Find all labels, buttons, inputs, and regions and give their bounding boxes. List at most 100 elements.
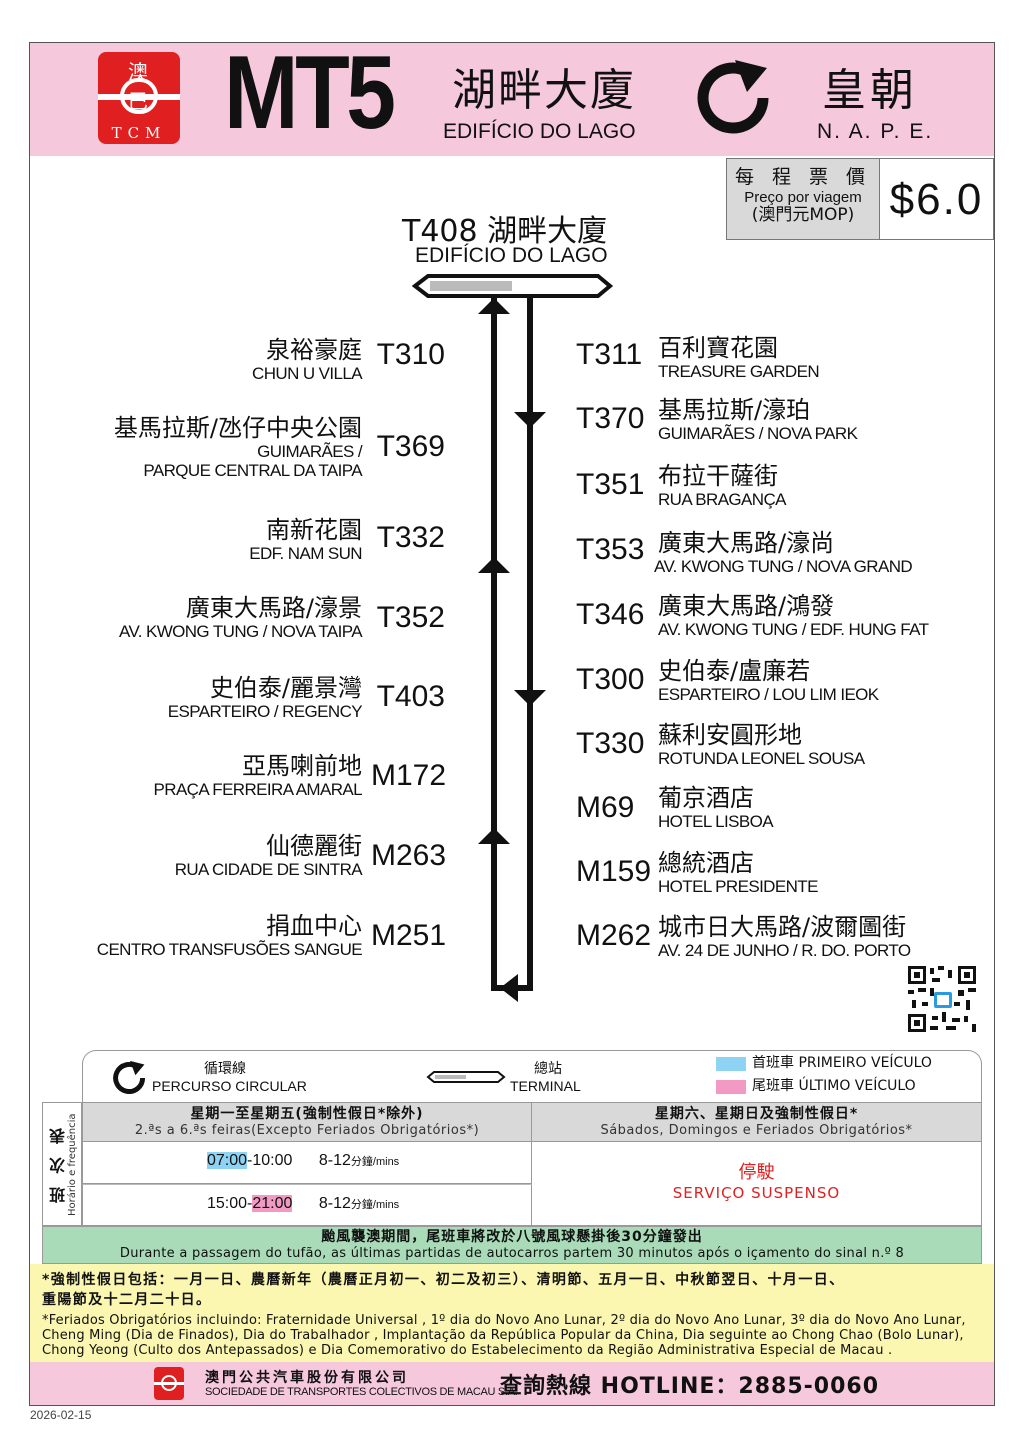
suspended-zh: 停駛: [738, 1162, 775, 1183]
stop-right-5: 廣東大馬路/鴻發 AV. KWONG TUNG / EDF. HUNG FAT: [658, 592, 929, 639]
timetable-row: 15:00-21:00 8-12分鐘/mins: [82, 1184, 532, 1226]
typhoon-notice-zh: 颱風襲澳期間，尾班車將改於八號風球懸掛後30分鐘發出: [321, 1229, 703, 1245]
weekday-header-pt: 2.ªs a 6.ªs feiras(Excepto Feriados Obri…: [134, 1123, 480, 1138]
legend-circular-zh: 循環線: [204, 1061, 246, 1077]
first-bus-time: 07:00: [207, 1152, 248, 1169]
stop-right-6: 史伯泰/盧廉若 ESPARTEIRO / LOU LIM IEOK: [658, 657, 879, 704]
stop-name-zh: 基馬拉斯/氹仔中央公園: [113, 414, 362, 442]
stop-name-pt: AV. KWONG TUNG / NOVA TAIPA: [119, 622, 363, 641]
stop-code: T332: [376, 521, 445, 554]
frequency-value: 8-12: [318, 1195, 351, 1212]
stop-left-1: 泉裕豪庭 CHUN U VILLA: [252, 336, 363, 383]
fare-label-zh: 每 程 票 價: [734, 166, 872, 188]
up-arrow-icon: [478, 557, 510, 573]
legend: [82, 1050, 982, 1102]
stop-name-zh: 總統酒店: [658, 849, 754, 877]
stop-code: M172: [371, 759, 447, 792]
weekend-header-pt: Sábados, Domingos e Feriados Obrigatório…: [600, 1123, 913, 1138]
stop-name-zh: 史伯泰/麗景灣: [209, 674, 362, 702]
stop-right-2: 基馬拉斯/濠珀 GUIMARÃES / NOVA PARK: [658, 396, 858, 443]
stop-name-pt: AV. 24 DE JUNHO / R. DO. PORTO: [658, 941, 911, 960]
stop-name-zh: 南新花園: [266, 516, 362, 544]
stop-right-1: 百利寶花園 TREASURE GARDEN: [658, 334, 820, 381]
period-start-time: 15:00-: [207, 1195, 253, 1212]
typhoon-notice: 颱風襲澳期間，尾班車將改於八號風球懸掛後30分鐘發出 Durante a pas…: [42, 1226, 982, 1264]
holiday-notes-zh-line1: *強制性假日包括：一月一日、農曆新年（農曆正月初一、初二及初三）、清明節、五月一…: [42, 1272, 845, 1288]
company-name-pt: SOCIEDADE DE TRANSPORTES COLECTIVOS DE M…: [205, 1386, 518, 1398]
down-arrow-icon: [514, 690, 546, 706]
stop-code: T351: [576, 468, 645, 501]
up-arrow-icon: [478, 298, 510, 314]
suspended-pt: SERVIÇO SUSPENSO: [672, 1184, 841, 1202]
stop-name-zh: 廣東大馬路/濠尚: [658, 529, 835, 557]
typhoon-notice-pt: Durante a passagem do tufão, as últimas …: [119, 1246, 905, 1261]
stop-left-4: 廣東大馬路/濠景 AV. KWONG TUNG / NOVA TAIPA: [119, 594, 363, 641]
stop-right-9: 總統酒店 HOTEL PRESIDENTE: [658, 849, 818, 896]
circular-arrow-icon: [697, 60, 769, 134]
frequency-unit: 分鐘/mins: [350, 1156, 400, 1168]
timetable-side-pt: Horário e frequência: [67, 1113, 78, 1217]
last-bus-swatch: [716, 1080, 746, 1094]
fare-value: $6.0: [880, 158, 994, 240]
frequency-value: 8-12: [318, 1152, 351, 1169]
stop-right-3: 布拉干薩街 RUA BRAGANÇA: [658, 462, 786, 509]
stop-right-10: 城市日大馬路/波爾圖街 AV. 24 DE JUNHO / R. DO. POR…: [658, 913, 911, 960]
stop-code: T369: [376, 430, 445, 463]
stop-right-7: 蘇利安圓形地 ROTUNDA LEONEL SOUSA: [658, 721, 865, 768]
route-number: MT5: [224, 35, 396, 151]
stop-name-pt: EDF. NAM SUN: [249, 544, 362, 563]
stop-code: T370: [576, 402, 645, 435]
stop-code: T311: [576, 338, 643, 371]
stop-left-5: 史伯泰/麗景灣 ESPARTEIRO / REGENCY: [168, 674, 363, 721]
first-bus-swatch: [716, 1057, 746, 1071]
destination-zh: 皇朝: [822, 65, 918, 116]
stop-left-2: 基馬拉斯/氹仔中央公園 GUIMARÃES / PARQUE CENTRAL D…: [113, 414, 363, 480]
stop-name-zh: 葡京酒店: [658, 784, 754, 812]
frequency-unit: 分鐘/mins: [350, 1199, 400, 1211]
weekend-header: 星期六、星期日及強制性假日* Sábados, Domingos e Feria…: [532, 1102, 982, 1142]
stop-left-3: 南新花園 EDF. NAM SUN: [249, 516, 362, 563]
stop-name-pt: RUA BRAGANÇA: [658, 490, 786, 509]
legend-terminal-zh: 總站: [534, 1061, 562, 1077]
stop-right-4: 廣東大馬路/濠尚 AV. KWONG TUNG / NOVA GRAND: [654, 529, 913, 576]
stop-name-pt: ROTUNDA LEONEL SOUSA: [658, 749, 865, 768]
stop-name-zh: 廣東大馬路/濠景: [185, 594, 362, 622]
stop-code: M262: [576, 919, 652, 952]
company-name-zh: 澳門公共汽車股份有限公司: [205, 1370, 409, 1386]
holiday-notes-pt: *Feriados Obrigatórios incluindo: Frater…: [42, 1313, 966, 1358]
stop-name-zh: 仙德麗街: [266, 832, 362, 860]
logo-bottom-text: TCM: [111, 124, 167, 142]
stop-name-pt: GUIMARÃES /: [257, 442, 362, 461]
period-end-time: -10:00: [247, 1152, 293, 1169]
fare-label: 每 程 票 價 Preço por viagem (澳門元MOP): [726, 158, 880, 240]
stop-code: T352: [376, 601, 445, 634]
legend-circular-pt: PERCURSO CIRCULAR: [152, 1078, 307, 1094]
terminal-bar-icon: [426, 1071, 506, 1083]
stop-name-zh: 泉裕豪庭: [266, 336, 362, 364]
fare-label-pt: Preço por viagem: [744, 188, 862, 206]
stop-left-8: 捐血中心 CENTRO TRANSFUSÕES SANGUE: [97, 912, 363, 959]
fare-currency: (澳門元MOP): [751, 205, 855, 226]
stop-name-zh: 基馬拉斯/濠珀: [658, 396, 811, 424]
up-arrow-icon: [478, 828, 510, 844]
stop-name-pt: AV. KWONG TUNG / EDF. HUNG FAT: [658, 620, 929, 639]
last-bus-time: 21:00: [252, 1195, 293, 1212]
stop-name-pt: TREASURE GARDEN: [658, 362, 820, 381]
stop-code: M251: [371, 919, 447, 952]
stop-name-pt: GUIMARÃES / NOVA PARK: [658, 424, 858, 443]
stop-name-pt-line2: PARQUE CENTRAL DA TAIPA: [143, 461, 362, 480]
footer-band: [30, 1362, 994, 1405]
stop-name-zh: 城市日大馬路/波爾圖街: [658, 913, 907, 941]
stop-name-pt: ESPARTEIRO / LOU LIM IEOK: [658, 685, 879, 704]
stop-name-pt: AV. KWONG TUNG / NOVA GRAND: [654, 557, 913, 576]
stop-code: T353: [576, 533, 645, 566]
stop-code: T330: [576, 727, 645, 760]
bus-icon: [161, 1375, 177, 1391]
origin-pt: EDIFÍCIO DO LAGO: [443, 120, 636, 143]
weekday-header-zh: 星期一至星期五(強制性假日*除外): [190, 1106, 424, 1122]
hotline[interactable]: 查詢熱線 HOTLINE：2885-0060: [500, 1374, 880, 1399]
qr-code[interactable]: [906, 964, 978, 1034]
holiday-notes: *強制性假日包括：一月一日、農曆新年（農曆正月初一、初二及初三）、清明節、五月一…: [30, 1264, 994, 1362]
stop-name-pt: RUA CIDADE DE SINTRA: [174, 860, 363, 879]
